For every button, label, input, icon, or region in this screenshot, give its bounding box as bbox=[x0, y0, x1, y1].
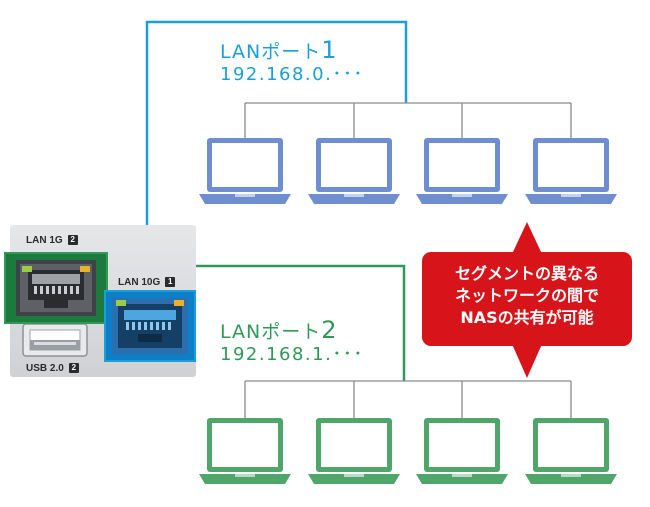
lan2-label: LANポート2 192.168.1.･･･ bbox=[220, 318, 364, 366]
lan1-number: 1 bbox=[321, 36, 338, 64]
callout-line-1: セグメントの異なる bbox=[454, 264, 599, 283]
lan1-label: LANポート1 192.168.0.･･･ bbox=[220, 38, 364, 86]
lan1g-port-icon bbox=[4, 252, 108, 324]
lan2-laptop-icon bbox=[523, 416, 619, 492]
segment-callout: セグメントの異なる ネットワークの間で NASの共有が可能 bbox=[422, 252, 632, 346]
lan2-number: 2 bbox=[321, 316, 338, 344]
lan1-laptop-icon bbox=[523, 136, 619, 212]
lan1-laptop-icon bbox=[197, 136, 293, 212]
lan2-laptop-icon bbox=[306, 416, 402, 492]
lan2-laptop-icon bbox=[197, 416, 293, 492]
lan2-hub-lines bbox=[244, 380, 572, 418]
lan1-laptop-icon bbox=[306, 136, 402, 212]
lan2-address: 192.168.1.･･･ bbox=[220, 344, 364, 365]
lan1-title: LANポート bbox=[220, 41, 322, 63]
lan2-title: LANポート bbox=[220, 321, 322, 343]
usb-port-icon bbox=[22, 323, 88, 357]
callout-arrow-down bbox=[512, 344, 542, 378]
callout-line-3: NASの共有が可能 bbox=[460, 308, 594, 327]
lan1-address: 192.168.0.･･･ bbox=[220, 64, 364, 85]
lan2-laptop-icon bbox=[414, 416, 510, 492]
lan1-laptop-icon bbox=[414, 136, 510, 212]
lan1-cable bbox=[145, 20, 408, 292]
lan10g-port-icon bbox=[104, 290, 196, 362]
lan1-hub-lines bbox=[244, 102, 572, 138]
callout-arrow-up bbox=[512, 222, 542, 254]
callout-line-2: ネットワークの間で bbox=[454, 286, 599, 305]
